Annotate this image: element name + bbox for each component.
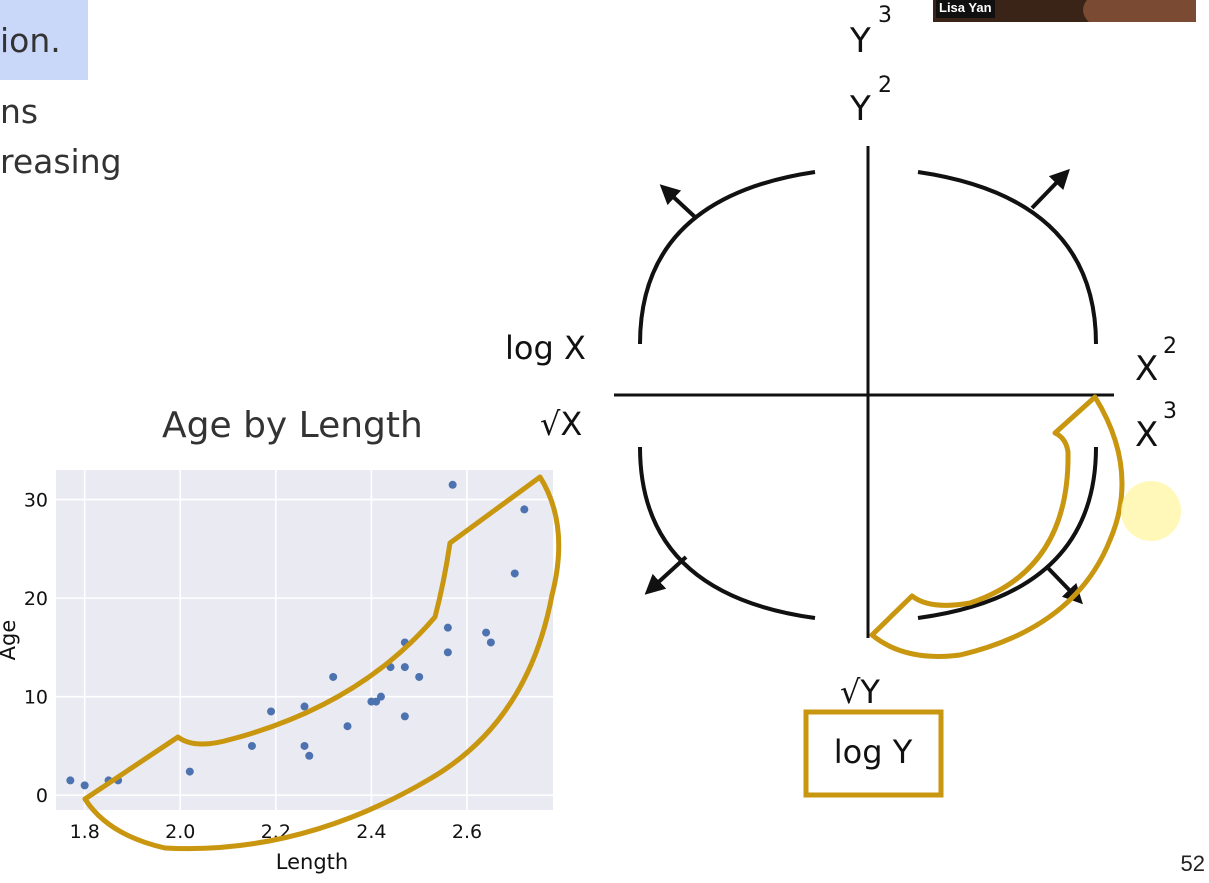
data-point <box>372 697 381 706</box>
y-tick-label: 0 <box>36 785 48 807</box>
arrow-down-left-icon <box>644 555 688 595</box>
bulge-diagram: Y 3 Y 2 log X √X X 2 X 3 √Y log Y <box>505 3 1177 798</box>
y-axis-label: Age <box>0 620 20 661</box>
data-point <box>448 480 457 489</box>
presenter-video[interactable]: Lisa Yan <box>933 0 1196 22</box>
data-point <box>415 672 424 681</box>
x-tick-label: 2.0 <box>165 821 195 843</box>
presenter-video-feed <box>1083 0 1196 22</box>
data-point <box>300 702 309 711</box>
y-tick-label: 20 <box>24 588 48 610</box>
data-point <box>443 623 452 632</box>
arrow-up-left-icon <box>659 184 697 219</box>
y-axis-ticks: 0 10 20 30 <box>24 490 48 808</box>
highlight-outline <box>82 474 562 852</box>
arrow-down-right-icon <box>1046 566 1083 605</box>
label-y-squared: Y <box>849 89 871 129</box>
arc-bottom-left <box>638 446 816 620</box>
data-point <box>300 741 309 750</box>
slide-text-line-3: reasing <box>0 142 122 181</box>
y-tick-label: 30 <box>24 490 48 512</box>
y-tick-label: 10 <box>24 687 48 709</box>
data-point <box>267 707 276 716</box>
chart-title: Age by Length <box>162 405 423 446</box>
data-point <box>329 672 338 681</box>
label-sqrt-x: √X <box>540 405 582 443</box>
data-point <box>305 751 314 760</box>
data-point <box>66 776 75 785</box>
x-tick-label: 1.8 <box>70 821 100 843</box>
slide-text-line-2: ns <box>0 92 39 131</box>
data-point <box>443 648 452 657</box>
x-tick-label: 2.4 <box>356 821 386 843</box>
arc-bottom-right <box>917 446 1098 620</box>
data-point <box>343 722 352 731</box>
page-number: 52 <box>1180 851 1205 876</box>
label-y-cubed: Y <box>849 21 871 61</box>
label-sqrt-y: √Y <box>840 673 880 711</box>
data-point <box>400 663 409 672</box>
data-points <box>66 480 529 790</box>
arrow-up-right-icon <box>1030 168 1070 210</box>
exponent-2: 2 <box>1163 334 1177 359</box>
exponent-3: 3 <box>878 3 892 28</box>
data-point <box>80 781 89 790</box>
x-tick-label: 2.6 <box>452 821 482 843</box>
label-x-cubed: X <box>1135 415 1158 455</box>
label-x-squared: X <box>1135 349 1158 389</box>
data-point <box>376 692 385 701</box>
label-log-x: log X <box>505 329 586 367</box>
pointer-highlight <box>1121 481 1181 541</box>
data-point <box>185 767 194 776</box>
data-point <box>400 712 409 721</box>
arc-top-left <box>638 170 816 345</box>
data-point <box>520 505 529 514</box>
exponent-2: 2 <box>878 73 892 98</box>
exponent-3: 3 <box>1163 399 1177 424</box>
log-y-box <box>803 709 944 798</box>
arc-top-right <box>917 170 1098 345</box>
x-axis-label: Length <box>276 850 348 874</box>
presenter-name: Lisa Yan <box>936 0 995 18</box>
scatter-chart: 0 10 20 30 1.8 2.0 2.2 2.4 2.6 Length Ag… <box>0 470 562 874</box>
data-point <box>247 741 256 750</box>
highlight-outline <box>869 394 1125 659</box>
data-point <box>486 638 495 647</box>
label-log-y: log Y <box>834 733 913 771</box>
data-point <box>482 628 491 637</box>
data-point <box>510 569 519 578</box>
text-highlight <box>0 0 88 80</box>
slide-text-line-1: ion. <box>0 21 61 60</box>
